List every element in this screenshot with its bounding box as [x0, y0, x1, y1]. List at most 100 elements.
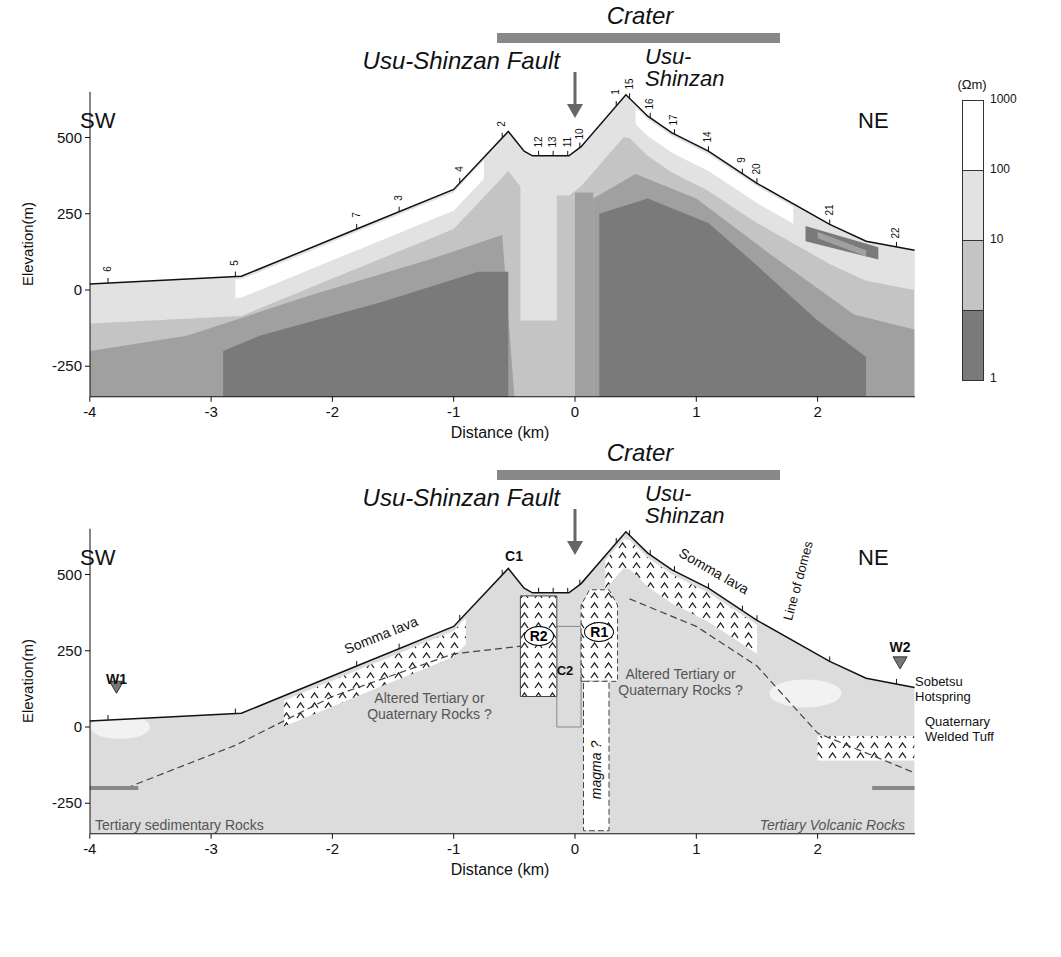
- magma-body: [584, 681, 610, 830]
- colorbar-label: 100: [990, 163, 1010, 177]
- r1-body: [581, 590, 617, 682]
- colorbar-swatch: [962, 170, 984, 241]
- pale-zone: [769, 679, 841, 707]
- text-label: -3: [204, 403, 217, 420]
- station-tick: [708, 146, 709, 151]
- axis-tick: [453, 397, 454, 402]
- station-tick: [629, 93, 630, 98]
- rotated-label: 1: [610, 89, 622, 95]
- axis-tick: [817, 397, 818, 402]
- axis-tick: [85, 213, 90, 214]
- text-label: -2: [326, 840, 339, 857]
- crater-bar: [497, 33, 780, 43]
- station-tick: [356, 224, 357, 229]
- station-tick: [896, 242, 897, 247]
- fault-arrowhead: [567, 104, 583, 118]
- rotated-label: 20: [751, 164, 763, 175]
- boundary-line: [126, 646, 520, 788]
- well-bottom: [90, 786, 139, 790]
- c2-zone: [557, 626, 581, 727]
- interpretation-section: [90, 532, 915, 834]
- text-label: -4: [83, 840, 96, 857]
- station-tick: [829, 219, 830, 224]
- text-label: Quaternary Welded Tuff: [925, 715, 1020, 745]
- region: [90, 532, 915, 834]
- text-label: 250: [57, 205, 82, 222]
- text-label: -4: [83, 403, 96, 420]
- axis-line: [90, 833, 915, 834]
- station-tick: [235, 272, 236, 277]
- station-tick: [616, 538, 617, 543]
- station-tick: [629, 530, 630, 535]
- text-label: 1: [692, 403, 700, 420]
- rotated-label: 21: [824, 205, 836, 216]
- text-label: -1: [447, 840, 460, 857]
- region: [90, 299, 151, 317]
- axis-tick: [575, 834, 576, 839]
- station-tick: [502, 570, 503, 575]
- fault-arrowhead: [567, 541, 583, 555]
- text-label: C2: [557, 664, 574, 679]
- text-label: NE: [858, 108, 889, 133]
- axis-tick: [332, 834, 333, 839]
- station-tick: [567, 151, 568, 156]
- text-label: 2: [813, 403, 821, 420]
- text-label: Usu- Shinzan: [645, 483, 745, 527]
- text-label: Crater: [607, 439, 674, 467]
- region: [575, 192, 593, 396]
- station-tick: [742, 606, 743, 611]
- station-tick: [896, 679, 897, 684]
- colorbar-label: 1000: [990, 93, 1017, 107]
- rotated-label: 12: [533, 136, 545, 147]
- region: [806, 226, 879, 260]
- rotated-label: 3: [393, 195, 405, 201]
- station-tick: [553, 588, 554, 593]
- station-tick: [742, 169, 743, 174]
- rotated-label: 5: [230, 260, 242, 266]
- rotated-label: 15: [624, 79, 636, 90]
- text-label: Altered Tertiary or Quaternary Rocks ?: [354, 690, 504, 722]
- rotated-label: 11: [562, 137, 574, 147]
- station-tick: [107, 715, 108, 720]
- well-bottom: [872, 786, 914, 790]
- region-name: R2: [530, 628, 548, 644]
- text-label: -3: [204, 840, 217, 857]
- station-tick: [756, 178, 757, 183]
- axis-tick: [453, 834, 454, 839]
- region: [90, 82, 915, 323]
- text-label: Distance (km): [451, 861, 550, 879]
- rotated-label: 6: [102, 266, 114, 272]
- r2-body: [520, 596, 556, 697]
- axis-tick: [696, 834, 697, 839]
- text-label: Distance (km): [451, 424, 550, 442]
- station-tick: [538, 151, 539, 156]
- text-label: 1: [692, 840, 700, 857]
- station-tick: [399, 644, 400, 649]
- text-label: Tertiary Volcanic Rocks: [760, 817, 905, 833]
- rotated-label: Elevation(m): [19, 202, 36, 286]
- rotated-label: 13: [547, 136, 559, 147]
- text-label: Sobetsu Hotspring: [915, 675, 995, 705]
- resistivity-section: [90, 82, 915, 396]
- text-label: 2: [813, 840, 821, 857]
- text-label: 0: [74, 718, 82, 735]
- axis-tick: [817, 834, 818, 839]
- axis-tick: [85, 366, 90, 367]
- station-tick: [356, 661, 357, 666]
- region-name: R1: [590, 624, 608, 640]
- axis-tick: [85, 137, 90, 138]
- axis-tick: [85, 574, 90, 575]
- fault-arrow: [574, 72, 577, 106]
- station-tick: [674, 566, 675, 571]
- text-label: W1: [106, 671, 127, 687]
- axis-tick: [85, 650, 90, 651]
- text-label: Tertiary sedimentary Rocks: [95, 817, 264, 833]
- colorbar-swatch: [962, 240, 984, 311]
- topography-line: [90, 95, 915, 284]
- text-label: -250: [52, 794, 82, 811]
- station-tick: [235, 709, 236, 714]
- station-tick: [579, 143, 580, 148]
- axis-line: [90, 396, 915, 397]
- text-label: 500: [57, 566, 82, 583]
- axis-tick: [211, 834, 212, 839]
